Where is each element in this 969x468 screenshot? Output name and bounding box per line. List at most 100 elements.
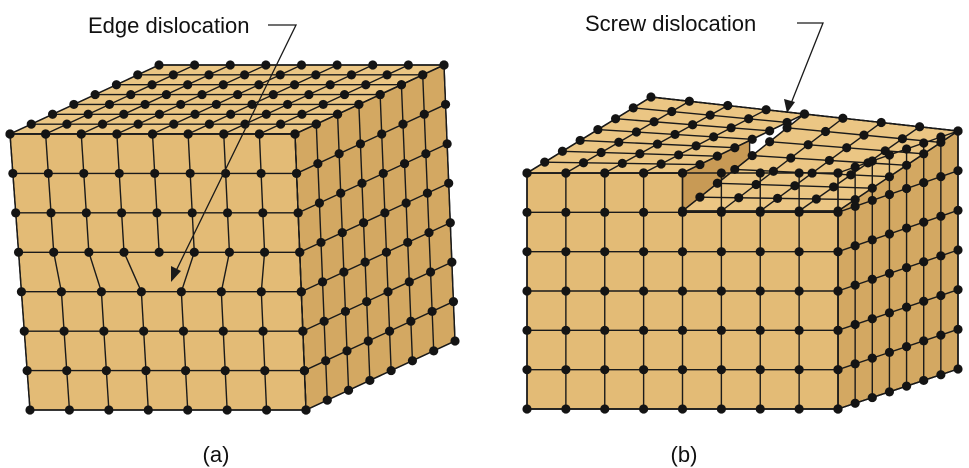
atom: [656, 159, 666, 169]
atom: [652, 139, 663, 149]
atom: [919, 177, 929, 188]
front-col-line: [118, 173, 123, 213]
atom: [755, 404, 765, 414]
atom: [185, 168, 195, 179]
front-col-line: [220, 291, 224, 332]
atom: [218, 326, 228, 336]
atom: [403, 60, 413, 70]
atom: [119, 247, 129, 257]
atom: [221, 168, 231, 179]
atom: [936, 290, 946, 301]
atom: [448, 296, 459, 307]
atom: [117, 208, 127, 218]
atom: [709, 132, 719, 142]
atom: [794, 365, 804, 375]
caption-b: (b): [671, 442, 698, 467]
atom: [301, 405, 311, 415]
atom: [782, 123, 792, 133]
atom: [794, 286, 804, 296]
atom: [794, 247, 804, 257]
atom: [646, 92, 656, 102]
atom: [876, 117, 886, 128]
atom: [850, 201, 860, 211]
atom: [867, 274, 877, 284]
atom: [360, 257, 370, 267]
atom: [176, 287, 186, 297]
atom: [915, 122, 925, 132]
front-col-line: [85, 212, 90, 253]
atom: [429, 346, 439, 356]
atom: [811, 194, 821, 204]
atom: [150, 168, 160, 179]
atom: [332, 109, 343, 119]
atom: [41, 129, 51, 139]
atom: [418, 70, 428, 80]
atom: [384, 326, 395, 336]
front-col-line: [15, 212, 20, 253]
front-col-line: [60, 291, 65, 332]
atom: [820, 126, 831, 137]
atom: [46, 208, 56, 218]
front-col-line: [262, 212, 266, 253]
atom: [884, 229, 895, 239]
atom: [152, 208, 162, 218]
atom: [667, 106, 677, 117]
atom: [316, 237, 326, 248]
atom: [233, 89, 243, 100]
front-col-line: [264, 370, 268, 411]
atom: [833, 286, 843, 296]
atom: [247, 99, 257, 110]
atom: [56, 287, 67, 297]
atom: [382, 70, 392, 80]
atom: [744, 114, 754, 124]
atom: [833, 207, 843, 217]
atom: [901, 223, 912, 233]
atom: [561, 404, 571, 414]
front-col-line: [116, 133, 120, 174]
atom: [190, 60, 200, 70]
atom: [406, 316, 416, 326]
atom: [133, 70, 143, 80]
atom: [404, 277, 414, 287]
atom: [639, 247, 649, 257]
atom: [256, 168, 266, 179]
front-col-line: [260, 291, 264, 332]
atom: [522, 286, 532, 296]
atom: [407, 356, 418, 366]
atom: [240, 119, 250, 129]
front-col-line: [20, 291, 25, 332]
front-col-line: [156, 212, 160, 253]
front-col-line: [120, 212, 125, 253]
atom: [354, 99, 364, 110]
atom: [111, 80, 122, 90]
front-col-line: [83, 173, 88, 213]
front-col-line: [260, 252, 266, 292]
side-col-line: [422, 74, 435, 351]
atom: [296, 60, 307, 70]
atom: [561, 247, 571, 257]
atom: [850, 398, 860, 408]
atom: [765, 137, 775, 147]
atom: [677, 286, 688, 296]
atom: [69, 99, 79, 110]
atom: [600, 247, 610, 257]
atom: [261, 405, 272, 415]
atom: [76, 129, 86, 139]
atom: [884, 308, 895, 318]
atom: [716, 365, 726, 375]
atom: [716, 404, 726, 414]
front-col-line: [145, 370, 149, 411]
atom: [268, 89, 278, 100]
front-col-line: [63, 331, 68, 371]
side-col-line: [379, 94, 392, 371]
atom: [716, 247, 726, 257]
atom: [296, 287, 306, 297]
atom: [639, 168, 649, 178]
front-col-line: [50, 212, 55, 253]
atom: [522, 247, 532, 257]
atom: [850, 280, 860, 290]
front-col-line: [44, 133, 50, 174]
atom: [450, 336, 460, 346]
atom: [884, 189, 895, 200]
atom: [522, 168, 532, 178]
